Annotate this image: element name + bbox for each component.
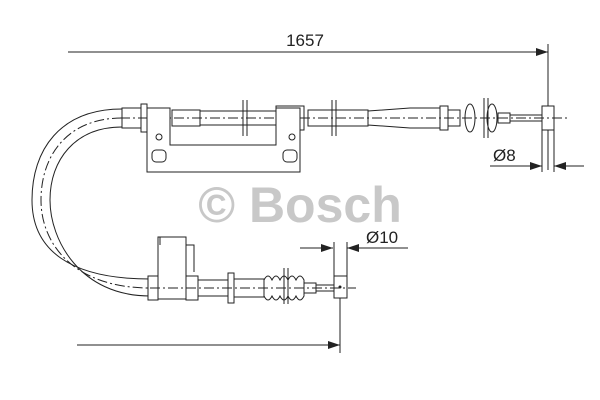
mounting-bracket: [146, 107, 301, 173]
diameter-upper-label: Ø8: [493, 146, 516, 165]
cable-sheath-outer: [31, 108, 151, 280]
diameter-lower-label: Ø10: [366, 228, 398, 247]
cable-sheath-inner: [49, 126, 151, 297]
cable-centerline: [40, 117, 151, 289]
upper-cable-end: [120, 98, 570, 138]
length-label: 1657: [286, 31, 324, 50]
lower-cable-end: [147, 236, 356, 304]
bosch-watermark: © Bosch: [198, 177, 402, 233]
